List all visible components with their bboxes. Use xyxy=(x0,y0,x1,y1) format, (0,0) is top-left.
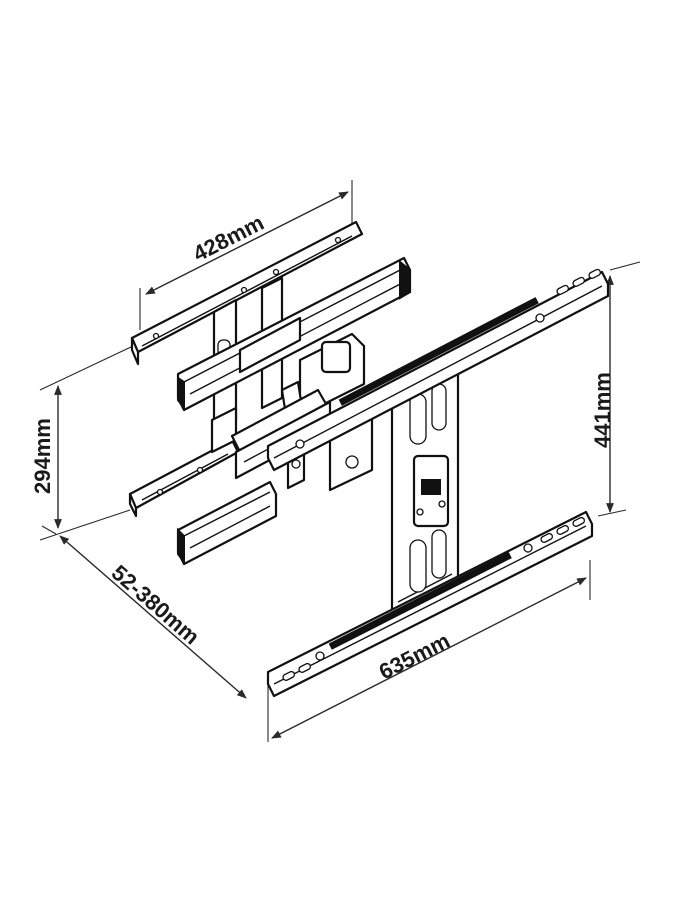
dimension-52-380mm: 52-380mm xyxy=(41,525,247,699)
wall-plate-bottom-rail xyxy=(128,438,240,518)
label-441mm: 441mm xyxy=(590,372,615,448)
dimension-294mm: 294mm xyxy=(30,337,151,541)
lower-arm-bar xyxy=(176,480,278,566)
tv-top-rail xyxy=(266,268,610,472)
dimension-441mm: 441mm xyxy=(590,261,641,517)
tv-bottom-rail xyxy=(266,510,594,698)
label-294mm: 294mm xyxy=(30,418,55,494)
vertical-center-plate xyxy=(390,360,460,622)
label-52-380mm: 52-380mm xyxy=(107,560,205,649)
wall-plate-top-rail xyxy=(130,220,364,366)
